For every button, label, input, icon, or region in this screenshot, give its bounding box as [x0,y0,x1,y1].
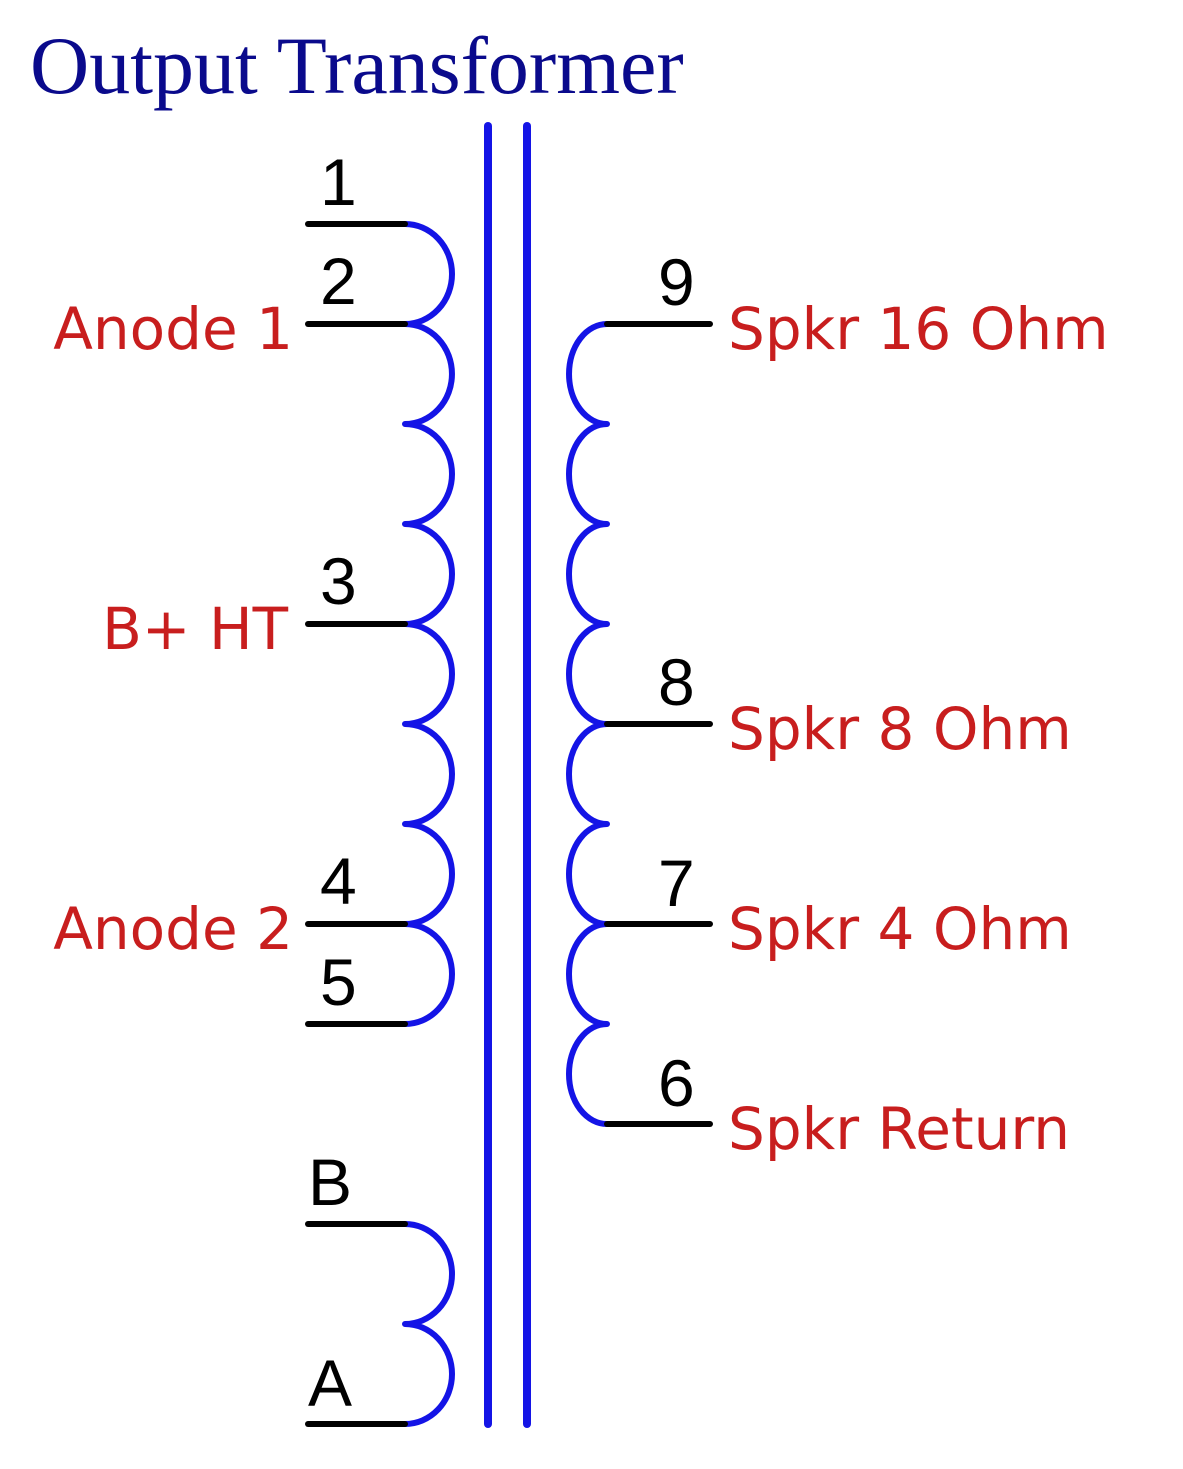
pin-label-9: 9 [658,245,695,319]
pin-label-7: 7 [658,846,695,920]
pin-label-3: 3 [320,544,357,618]
pin-label-5: 5 [320,945,357,1019]
pin-label-6: 6 [658,1046,695,1120]
label-spkr-return: Spkr Return [728,1095,1070,1163]
secondary-winding [566,321,610,1127]
pin-label-4: 4 [320,844,357,918]
pin-label-2: 2 [320,244,357,318]
label-anode-2: Anode 2 [53,895,293,963]
label-spkr-8-ohm: Spkr 8 Ohm [728,695,1072,763]
label-spkr-4-ohm: Spkr 4 Ohm [728,895,1072,963]
pin-label-b: B [308,1145,352,1219]
label-anode-1: Anode 1 [53,295,293,363]
label-b-plus-ht: B+ HT [102,595,288,663]
pin-label-1: 1 [320,145,357,219]
auxiliary-winding [402,1221,455,1427]
page-title: Output Transformer [30,20,684,111]
primary-winding [402,221,455,1027]
pin-label-8: 8 [658,645,695,719]
label-spkr-16-ohm: Spkr 16 Ohm [728,295,1109,363]
pin-label-a: A [308,1346,352,1420]
